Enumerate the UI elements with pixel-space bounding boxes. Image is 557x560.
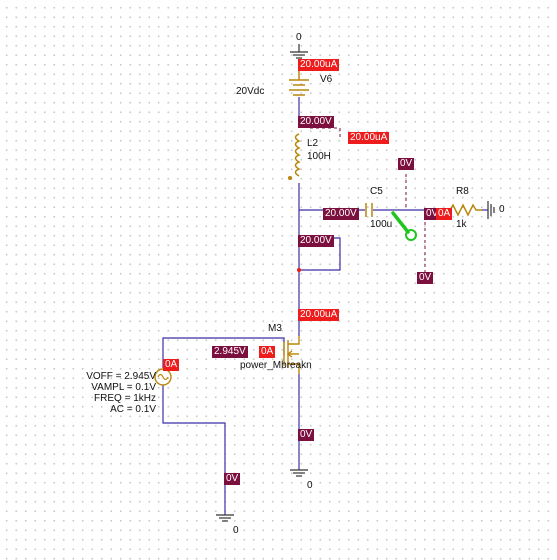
- ground-vsin-symbol[interactable]: [216, 514, 234, 522]
- marker-gate-voltage[interactable]: 2.945V: [212, 346, 248, 358]
- marker-current-v6[interactable]: 20.00uA: [298, 59, 340, 71]
- r8-name[interactable]: R8: [456, 186, 469, 197]
- v6-name[interactable]: V6: [320, 74, 333, 85]
- probe-line-l2: [310, 127, 341, 138]
- m3-name[interactable]: M3: [268, 323, 282, 334]
- mosfet-m3-symbol[interactable]: [283, 336, 300, 374]
- inductor-l2-symbol[interactable]: [294, 133, 301, 177]
- marker-gate-current[interactable]: 0A: [259, 346, 276, 358]
- resistor-r8-symbol[interactable]: [449, 203, 482, 217]
- c5-value[interactable]: 100u: [370, 219, 393, 230]
- inductor-dot: [288, 176, 292, 180]
- l2-value[interactable]: 100H: [307, 151, 331, 162]
- marker-vsin-bottom-voltage[interactable]: 0V: [224, 473, 241, 485]
- probe-highlight-icon[interactable]: [391, 211, 417, 241]
- probe-lines: [310, 127, 426, 272]
- l2-name[interactable]: L2: [307, 138, 319, 149]
- ground-top-symbol[interactable]: [290, 44, 308, 59]
- m3-model[interactable]: power_Mbreakn: [240, 360, 312, 371]
- junction-dot: [297, 268, 301, 272]
- capacitor-c5-symbol[interactable]: [365, 203, 373, 217]
- vsin-source-symbol[interactable]: [154, 368, 172, 386]
- vsin-ac[interactable]: AC = 0.1V: [110, 404, 156, 415]
- marker-voltage-top[interactable]: 20.00V: [298, 116, 334, 128]
- battery-v6-symbol[interactable]: [289, 69, 309, 96]
- marker-current-r8[interactable]: 0A: [436, 208, 453, 220]
- marker-vsin-current[interactable]: 0A: [163, 359, 180, 371]
- vsin-parameters[interactable]: VOFF = 2.945V VAMPL = 0.1V FREQ = 1kHz A…: [44, 371, 156, 415]
- ground-m3-label: 0: [307, 480, 313, 491]
- ground-r8-label: 0: [499, 204, 505, 215]
- ground-r8-symbol[interactable]: [487, 201, 495, 219]
- v6-value[interactable]: 20Vdc: [236, 86, 265, 97]
- r8-value[interactable]: 1k: [456, 219, 467, 230]
- vsin-voff[interactable]: VOFF = 2.945V: [86, 371, 156, 382]
- ground-vsin-label: 0: [233, 525, 239, 536]
- marker-probe-bottom[interactable]: 0V: [417, 272, 434, 284]
- marker-current-l2[interactable]: 20.00uA: [348, 132, 390, 144]
- marker-node-voltage[interactable]: 20.00V: [298, 235, 334, 247]
- marker-drain-current[interactable]: 20.00uA: [298, 309, 340, 321]
- vsin-freq[interactable]: FREQ = 1kHz: [94, 393, 156, 404]
- marker-c5-left[interactable]: 20.00V: [323, 208, 359, 220]
- marker-probe-top[interactable]: 0V: [398, 158, 415, 170]
- marker-source-voltage[interactable]: 0V: [298, 429, 315, 441]
- ground-top-label: 0: [296, 32, 302, 43]
- c5-name[interactable]: C5: [370, 186, 383, 197]
- vsin-vampl[interactable]: VAMPL = 0.1V: [91, 382, 156, 393]
- ground-m3-symbol[interactable]: [290, 469, 308, 477]
- wire-vsin-ground[interactable]: [162, 385, 226, 515]
